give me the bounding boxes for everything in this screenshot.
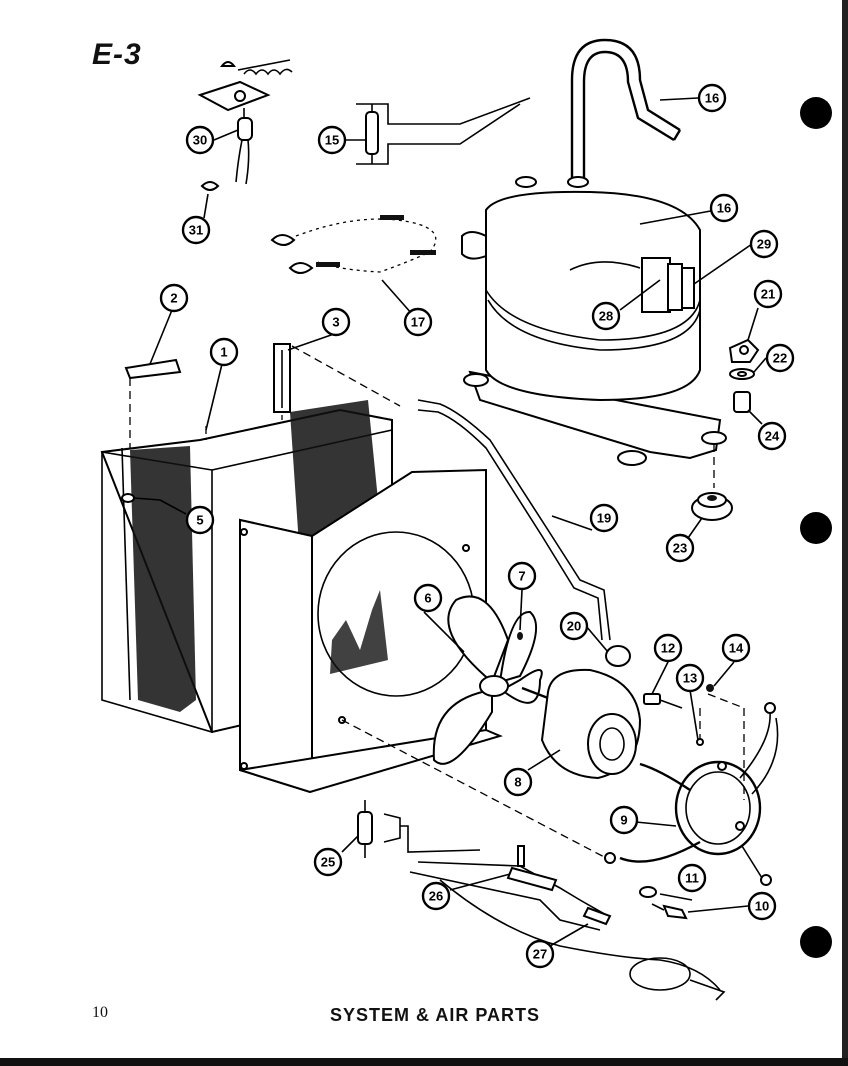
callout-13: 13 [675,663,705,693]
callout-26: 26 [421,881,451,911]
callout-23: 23 [665,533,695,563]
svg-text:2: 2 [170,291,177,306]
motor-bracket [604,702,779,886]
binder-hole-top [800,97,832,129]
callout-30: 30 [185,125,215,155]
callout-29: 29 [749,229,779,259]
svg-text:7: 7 [518,569,525,584]
callout-12: 12 [653,633,683,663]
svg-text:12: 12 [661,641,675,656]
drier-part [356,97,531,165]
callout-9: 9 [609,805,639,835]
callout-3: 3 [321,307,351,337]
callout-5: 5 [185,505,215,535]
callout-15: 15 [317,125,347,155]
svg-text:16: 16 [705,91,719,106]
svg-text:31: 31 [189,223,203,238]
callout-22: 22 [765,343,795,373]
svg-text:9: 9 [620,813,627,828]
page-code: E-3 [92,38,142,71]
svg-text:10: 10 [755,899,769,914]
page-edge-right [842,0,848,1066]
svg-text:5: 5 [196,513,203,528]
binder-hole-middle [800,512,832,544]
fan-blade [432,595,543,765]
compressor [461,176,727,488]
small-hardware [639,684,745,920]
page-edge-bottom [0,1058,848,1066]
svg-text:15: 15 [325,133,339,148]
svg-text:22: 22 [773,351,787,366]
callout-16: 16 [709,193,739,223]
callout-27: 27 [525,939,555,969]
svg-text:8: 8 [514,775,521,790]
callout-31: 31 [181,215,211,245]
u-tube-part [570,38,682,180]
svg-text:24: 24 [765,429,780,444]
callout-19: 19 [589,503,619,533]
coil-brackets [124,343,291,413]
svg-text:14: 14 [729,641,744,656]
terminal-hardware [197,59,293,191]
svg-text:26: 26 [429,889,443,904]
svg-text:3: 3 [332,315,339,330]
capacitor-and-sensor [357,800,726,1001]
svg-text:25: 25 [321,855,335,870]
svg-text:17: 17 [411,315,425,330]
fan-motor [521,668,642,780]
callout-7: 7 [507,561,537,591]
svg-text:20: 20 [567,619,581,634]
callout-6: 6 [413,583,443,613]
callout-1: 1 [209,337,239,367]
mounting-hardware [691,338,760,521]
svg-text:28: 28 [599,309,613,324]
callout-2: 2 [159,283,189,313]
svg-text:19: 19 [597,511,611,526]
callout-10: 10 [747,891,777,921]
svg-text:16: 16 [717,201,731,216]
svg-text:29: 29 [757,237,771,252]
screw-5 [121,493,161,503]
page-number: 10 [92,1004,108,1021]
callout-20: 20 [559,611,589,641]
callout-18: 16 [697,83,727,113]
callout-24: 24 [757,421,787,451]
svg-text:30: 30 [193,133,207,148]
svg-text:1: 1 [220,345,227,360]
callout-17: 17 [403,307,433,337]
callout-28: 28 [591,301,621,331]
svg-text:27: 27 [533,947,547,962]
svg-text:6: 6 [424,591,431,606]
svg-text:23: 23 [673,541,687,556]
wire-harness [270,215,437,274]
callout-8: 8 [503,767,533,797]
callout-14: 14 [721,633,751,663]
svg-text:11: 11 [685,871,699,886]
callout-21: 21 [753,279,783,309]
svg-text:13: 13 [683,671,697,686]
callout-11: 11 [677,863,707,893]
binder-hole-bottom [800,926,832,958]
capillary-tube [417,399,631,667]
svg-text:21: 21 [761,287,775,302]
callout-leaders [149,97,767,947]
fan-shroud [239,468,611,861]
callout-25: 25 [313,847,343,877]
section-caption: SYSTEM & AIR PARTS [330,1005,541,1025]
